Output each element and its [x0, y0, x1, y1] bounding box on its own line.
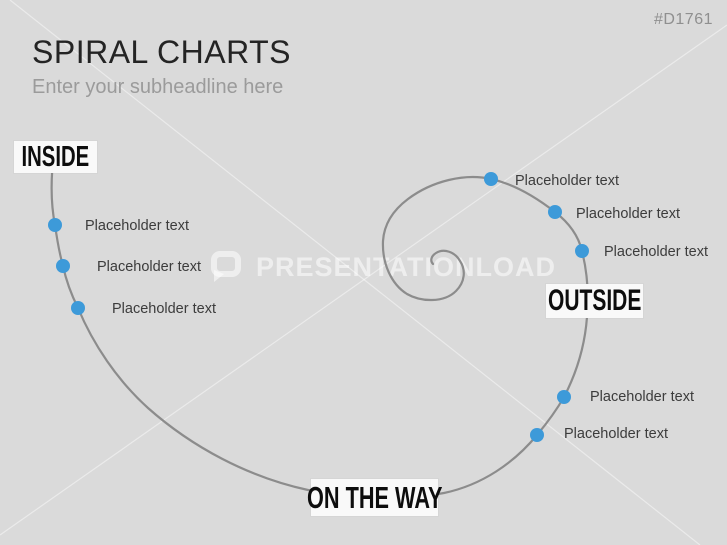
milestone-inside: INSIDE: [14, 141, 97, 173]
milestone-on-the-way: ON THE WAY: [307, 479, 442, 516]
point-label-7: Placeholder text: [590, 389, 694, 405]
point-label-4: Placeholder text: [515, 173, 619, 189]
point-label-6: Placeholder text: [604, 244, 708, 260]
point-label-8: Placeholder text: [564, 426, 668, 442]
milestone-on-the-way-label: ON THE WAY: [306, 480, 443, 515]
spiral-point-dot-8: [530, 428, 544, 442]
spiral-point-dot-1: [48, 218, 62, 232]
point-label-5: Placeholder text: [576, 206, 680, 222]
milestone-outside: OUTSIDE: [546, 284, 643, 318]
page-subtitle: Enter your subheadline here: [32, 76, 284, 98]
milestone-outside-label: OUTSIDE: [547, 284, 642, 317]
point-label-1: Placeholder text: [85, 218, 189, 234]
spiral-point-dot-7: [557, 390, 571, 404]
template-ref-code: #D1761: [653, 11, 713, 28]
spiral-point-dot-6: [575, 244, 589, 258]
point-label-2: Placeholder text: [97, 259, 201, 275]
spiral-point-dot-2: [56, 259, 70, 273]
spiral-point-dot-4: [484, 172, 498, 186]
milestone-inside-label: INSIDE: [21, 140, 90, 173]
page-title: SPIRAL CHARTS: [32, 34, 292, 70]
spiral-point-dot-5: [548, 205, 562, 219]
spiral-point-dot-3: [71, 301, 85, 315]
point-label-3: Placeholder text: [112, 301, 216, 317]
